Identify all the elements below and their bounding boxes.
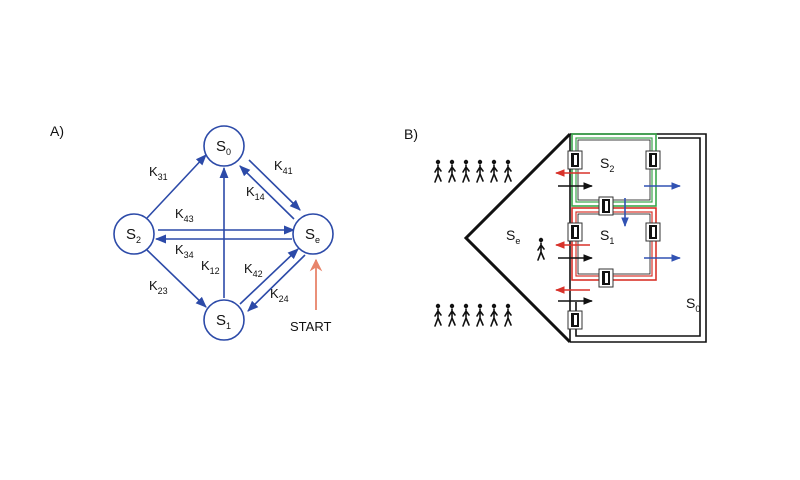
panel-a: A) S0 S2 Se S1 K31 K41 K14 K4 — [50, 123, 334, 341]
svg-text:S2: S2 — [126, 226, 141, 245]
door-s2-s1 — [598, 196, 614, 216]
node-s0: S0 — [203, 125, 245, 167]
rate-k34: K34 — [175, 242, 194, 260]
region-se-label: Se — [506, 227, 520, 246]
panel-a-label: A) — [50, 123, 64, 139]
rate-k42: K42 — [244, 261, 263, 279]
node-s2: S2 — [113, 213, 155, 255]
door-s1-s0-bottom — [598, 268, 614, 288]
rate-k12: K12 — [201, 258, 220, 276]
node-s1: S1 — [203, 299, 245, 341]
rate-k41: K41 — [274, 158, 293, 176]
edge-s2-s1 — [146, 249, 207, 308]
door-s2-s0 — [645, 150, 661, 170]
edge-se-s1 — [247, 254, 306, 312]
s0-inner-wall — [575, 137, 701, 337]
single-walker — [537, 237, 545, 261]
region-s0-label: S0 — [686, 295, 700, 314]
svg-text:Se: Se — [305, 226, 320, 245]
crowd-bottom — [434, 302, 512, 327]
door-se-s2 — [567, 150, 583, 170]
rate-k43: K43 — [175, 206, 194, 224]
region-s2-label: S2 — [600, 155, 614, 174]
rate-k23: K23 — [149, 278, 168, 296]
panel-b: B) — [404, 126, 707, 344]
rate-k31: K31 — [149, 164, 168, 182]
edge-s1-se — [239, 248, 299, 305]
panel-b-label: B) — [404, 126, 418, 142]
se-boundary — [463, 132, 572, 344]
door-s1-s0 — [645, 222, 661, 242]
crowd-top — [434, 159, 512, 183]
region-s1-label: S1 — [600, 227, 614, 246]
door-se-s0 — [567, 310, 583, 330]
node-se: Se — [292, 213, 334, 255]
svg-text:S1: S1 — [216, 312, 231, 331]
svg-text:S0: S0 — [216, 138, 231, 157]
rate-k24: K24 — [270, 286, 289, 304]
edge-se-s0 — [239, 165, 295, 220]
door-se-s1 — [567, 222, 583, 242]
room-s1 — [571, 207, 657, 281]
edge-s0-se — [248, 159, 301, 211]
start-label: START — [290, 319, 331, 334]
room-s2 — [571, 133, 657, 207]
edge-s2-s0 — [146, 154, 207, 219]
rate-k14: K14 — [246, 184, 265, 202]
